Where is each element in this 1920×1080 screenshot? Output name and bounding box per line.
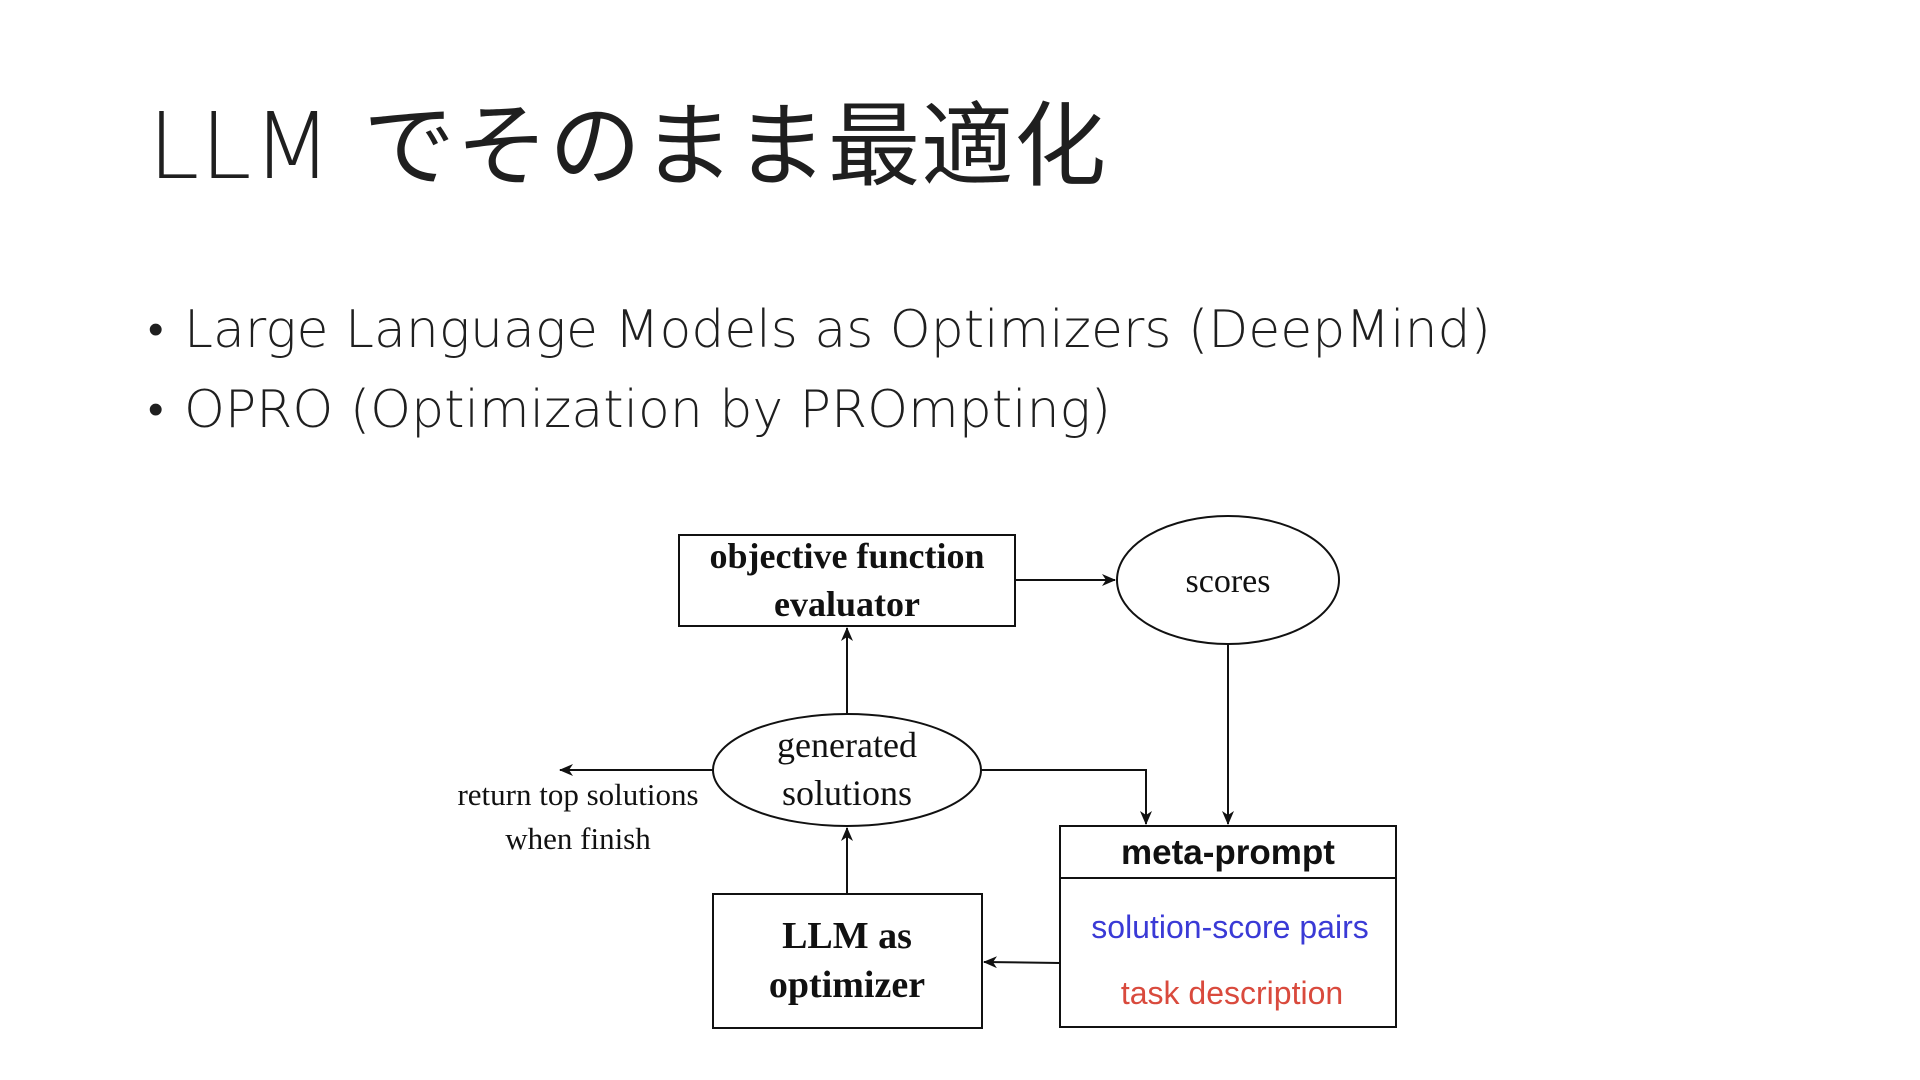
generated-solutions-node: generated solutions — [712, 713, 982, 827]
return-note-line1: return top solutions — [457, 777, 698, 812]
arrow-meta-prompt-to-optimizer — [983, 956, 1061, 969]
generated-label-line1: generated — [777, 725, 917, 765]
bullet-item: • Large Language Models as Optimizers (D… — [148, 290, 1491, 370]
bullet-text: Large Language Models as Optimizers (Dee… — [184, 300, 1491, 360]
optimizer-label-line2: optimizer — [769, 964, 925, 1006]
bullet-item: • OPRO (Optimization by PROmpting) — [148, 370, 1491, 450]
meta-prompt-box: meta-prompt solution-score pairs task de… — [1059, 825, 1397, 1028]
generated-label-line2: solutions — [782, 773, 912, 813]
scores-node: scores — [1116, 515, 1340, 645]
evaluator-label-line2: evaluator — [774, 584, 920, 624]
bullet-icon: • — [148, 304, 164, 355]
return-note-line2: when finish — [505, 821, 651, 856]
slide-title: LLM でそのまま最適化 — [148, 93, 1108, 200]
scores-label: scores — [1186, 563, 1271, 600]
solution-score-pairs-label: solution-score pairs — [1091, 909, 1368, 945]
bullet-list: • Large Language Models as Optimizers (D… — [148, 290, 1491, 450]
llm-optimizer-box: LLM as optimizer — [712, 893, 983, 1029]
task-description-label: task description — [1121, 975, 1343, 1011]
arrow-solutions-to-meta-prompt — [981, 769, 1152, 825]
return-note: return top solutions when finish — [457, 777, 698, 856]
evaluator-box: objective function evaluator — [678, 534, 1016, 627]
bullet-icon: • — [148, 384, 164, 435]
bullet-text: OPRO (Optimization by PROmpting) — [184, 380, 1112, 440]
optimizer-label-line1: LLM as — [782, 915, 912, 957]
evaluator-label-line1: objective function — [710, 536, 985, 576]
meta-prompt-title: meta-prompt — [1121, 833, 1335, 872]
